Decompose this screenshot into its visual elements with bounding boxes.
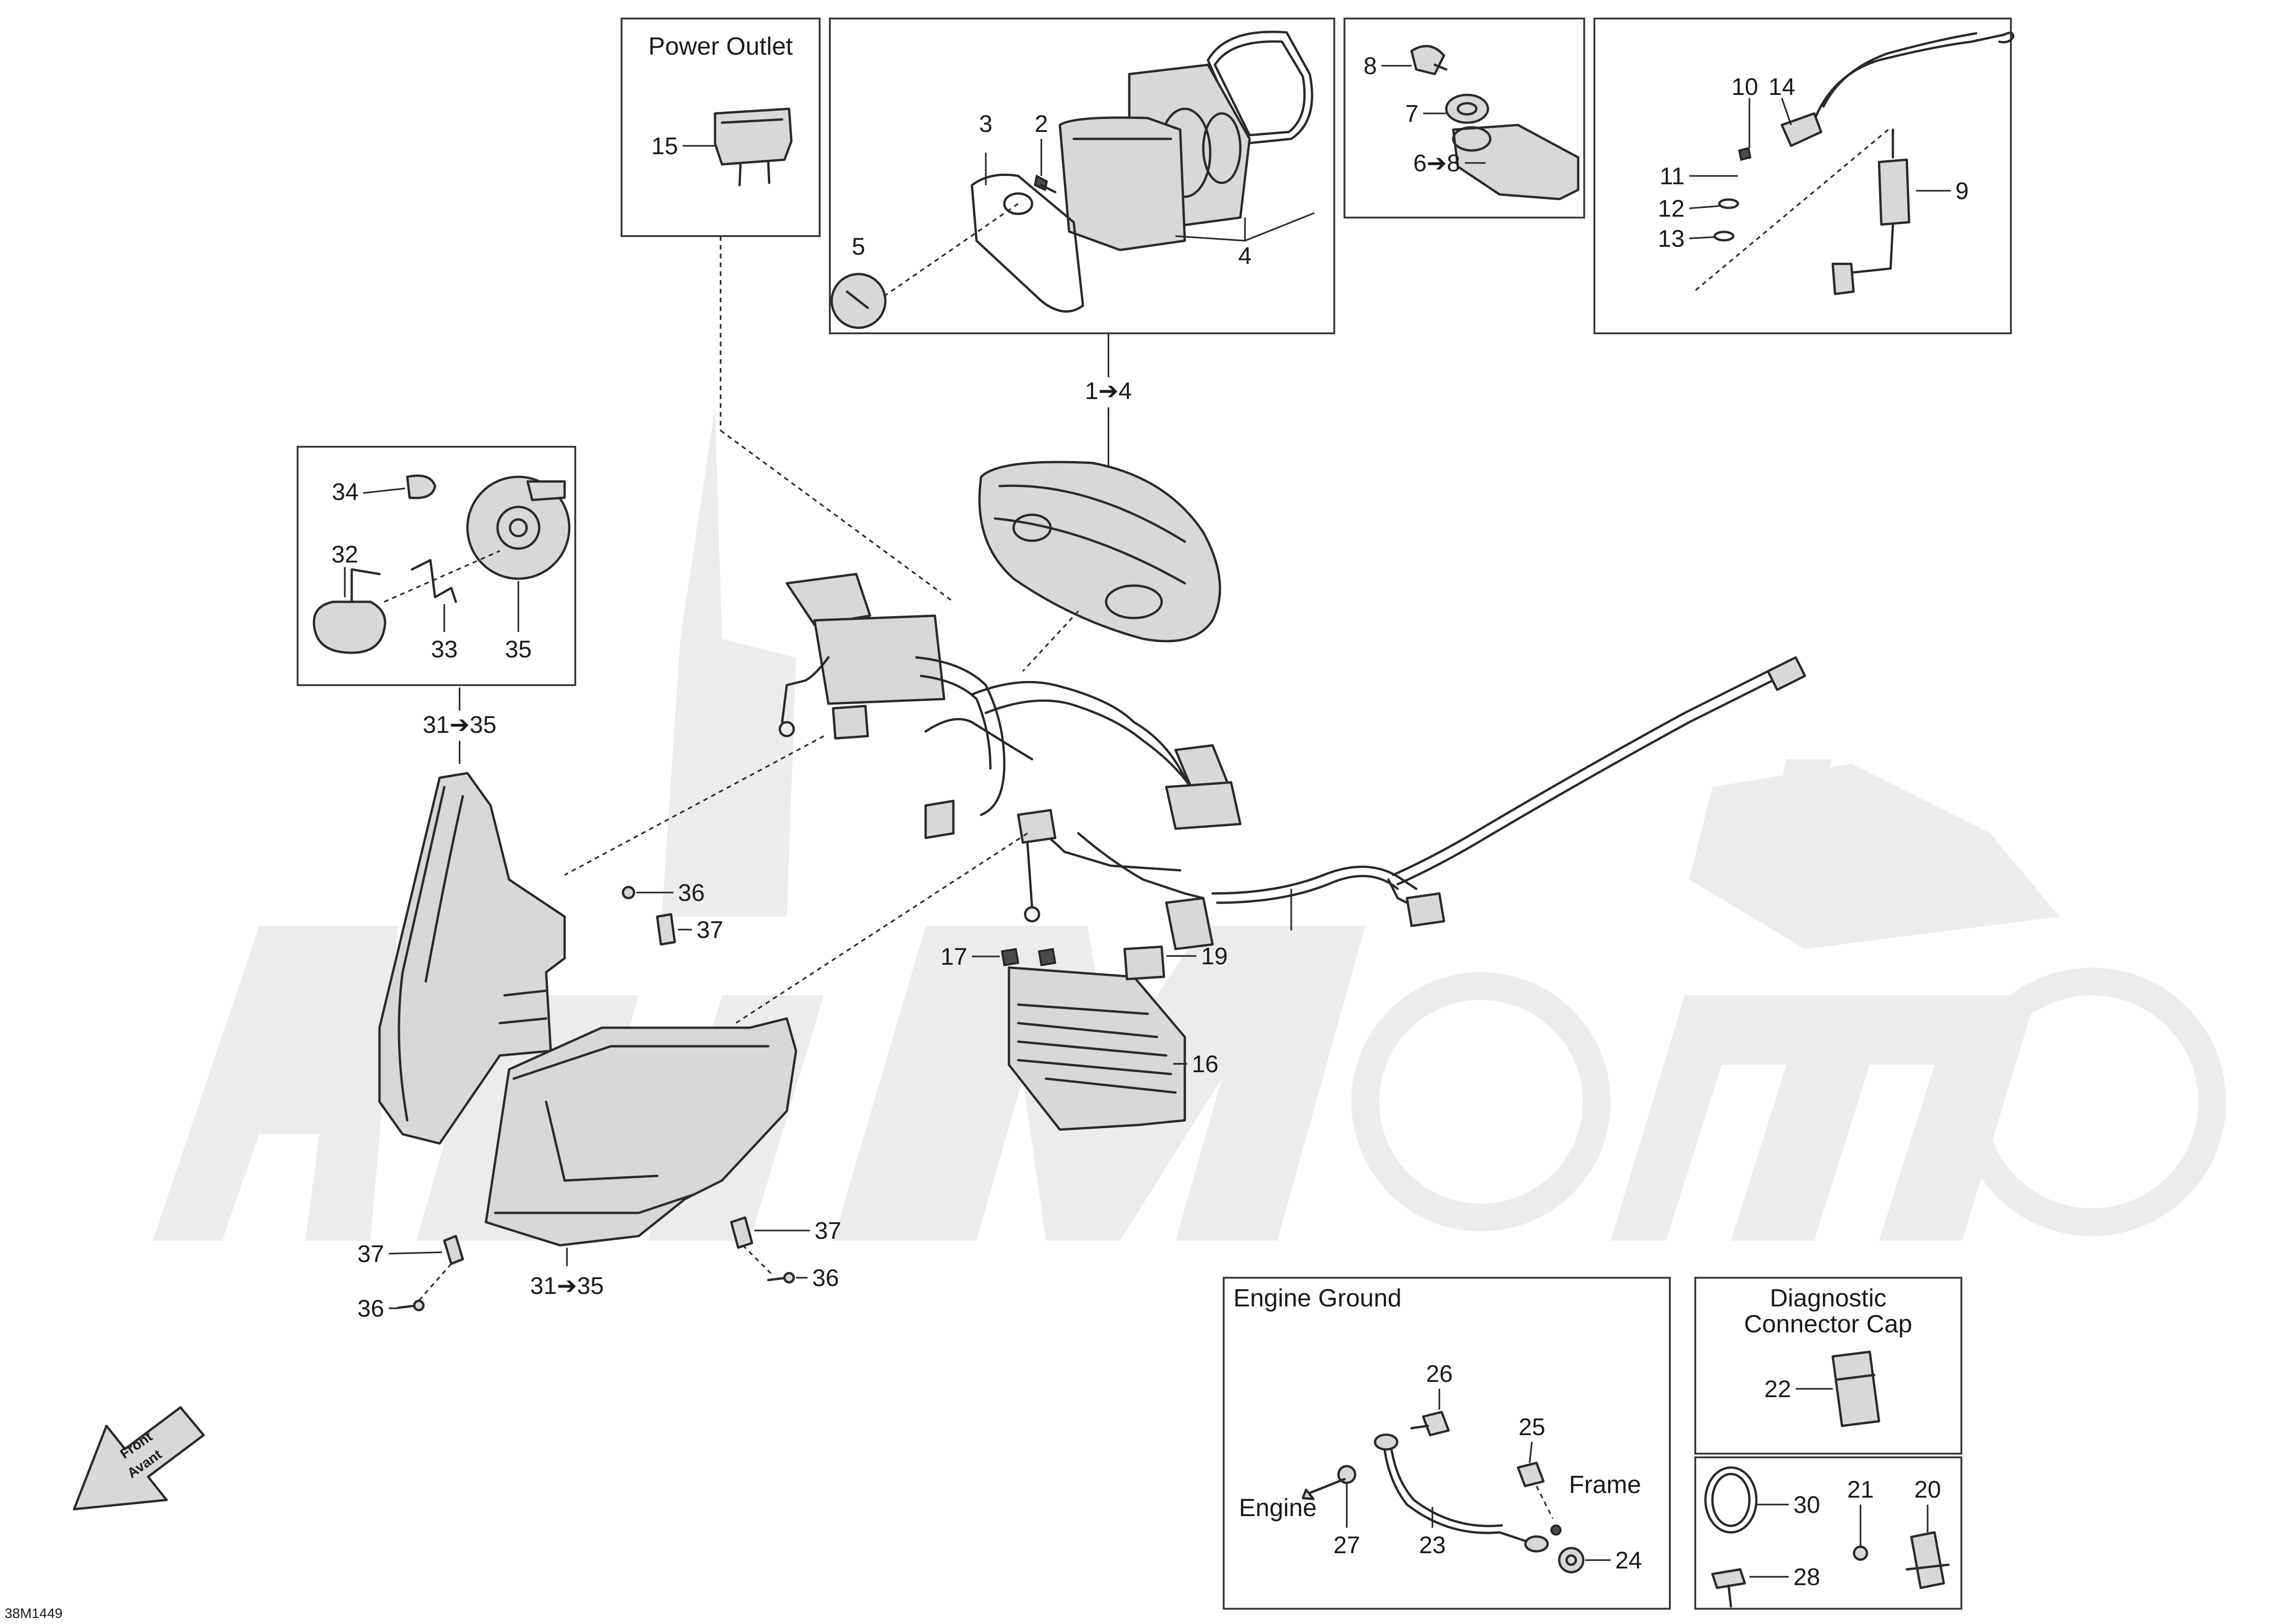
front-arrow-icon: Front Avant bbox=[73, 1406, 205, 1511]
callout-20: 20 bbox=[1914, 1476, 1941, 1503]
gauge-dial-part bbox=[830, 273, 887, 329]
clip-part-a bbox=[656, 913, 676, 946]
small-nut-part bbox=[1738, 147, 1752, 161]
clip-part-b bbox=[443, 1235, 464, 1265]
screw-part-a bbox=[397, 1299, 425, 1312]
callout-26: 26 bbox=[1426, 1361, 1453, 1387]
power-outlet-box: Power Outlet 15 bbox=[621, 18, 821, 237]
instrument-cluster-assembly bbox=[978, 461, 1221, 643]
callout-28: 28 bbox=[1793, 1564, 1820, 1591]
regulator-nut-b-part bbox=[1038, 948, 1057, 967]
callout-8: 8 bbox=[1363, 53, 1377, 80]
instrument-cluster-box: 3 2 4 5 bbox=[829, 18, 1335, 334]
callout-1to4: 1➔4 bbox=[1085, 378, 1132, 405]
callout-19: 19 bbox=[1201, 943, 1228, 970]
callout-37-c: 37 bbox=[815, 1218, 841, 1244]
right-headlight-part bbox=[485, 1017, 797, 1247]
headlamp-bulb-box: 34 32 33 35 bbox=[297, 446, 576, 686]
headlamp-bulb-part bbox=[312, 568, 386, 654]
push-nut-part bbox=[622, 886, 635, 899]
callout-14: 14 bbox=[1768, 74, 1795, 100]
engine-ground-box: Engine Ground 26 25 27 23 24 Engine Fram… bbox=[1223, 1277, 1671, 1610]
diagnostic-title-line1: Diagnostic bbox=[1770, 1284, 1886, 1312]
engine-label: Engine bbox=[1239, 1494, 1317, 1522]
diagnostic-cap-part bbox=[1831, 1350, 1880, 1427]
callout-6to8: 6➔8 bbox=[1413, 150, 1460, 177]
callout-35: 35 bbox=[505, 636, 532, 663]
power-outlet-part bbox=[714, 107, 793, 187]
ground-bolt-part bbox=[1410, 1411, 1450, 1437]
ignition-body-part bbox=[1452, 124, 1580, 200]
callout-13: 13 bbox=[1658, 225, 1685, 252]
ignition-switch-box: 8 7 6➔8 bbox=[1344, 18, 1585, 219]
voltage-regulator-part bbox=[1008, 966, 1186, 1131]
callout-31to35-top: 31➔35 bbox=[423, 712, 496, 738]
callout-32: 32 bbox=[331, 541, 358, 568]
cluster-lens-part bbox=[1207, 31, 1313, 145]
callout-37-a: 37 bbox=[697, 917, 723, 943]
rubber-cap-part bbox=[406, 475, 436, 500]
power-outlet-title: Power Outlet bbox=[648, 32, 793, 60]
callout-36-a: 36 bbox=[678, 880, 705, 906]
push-rivet-part bbox=[1711, 1568, 1746, 1608]
bracket-clip-part bbox=[1905, 1531, 1950, 1589]
ignition-key-part bbox=[1410, 45, 1448, 75]
callout-21: 21 bbox=[1847, 1476, 1874, 1503]
callout-9: 9 bbox=[1955, 178, 1969, 205]
diagnostic-cap-box: Diagnostic Connector Cap 22 bbox=[1694, 1277, 1962, 1455]
callout-34: 34 bbox=[332, 479, 359, 506]
callout-30: 30 bbox=[1793, 1492, 1820, 1518]
callout-23: 23 bbox=[1419, 1532, 1446, 1559]
cable-tie-part bbox=[1704, 1466, 1758, 1534]
switch-body-part bbox=[1831, 128, 1910, 295]
callout-31to35-bottom: 31➔35 bbox=[530, 1273, 604, 1299]
frame-label: Frame bbox=[1569, 1471, 1641, 1499]
cluster-display-part bbox=[1058, 116, 1186, 251]
wiring-harness-part bbox=[778, 573, 1806, 950]
drawing-code: 38M1449 bbox=[5, 1606, 62, 1621]
callout-16: 16 bbox=[1192, 1051, 1219, 1078]
regulator-connector-part bbox=[1123, 945, 1165, 981]
clip-part-c bbox=[730, 1216, 753, 1249]
callout-24: 24 bbox=[1615, 1547, 1642, 1574]
callout-10: 10 bbox=[1731, 74, 1758, 100]
callout-15: 15 bbox=[651, 133, 678, 160]
lanyard-clip-part bbox=[1780, 112, 1823, 147]
screw-part-b bbox=[767, 1272, 795, 1284]
callout-12: 12 bbox=[1658, 195, 1685, 222]
callout-22: 22 bbox=[1764, 1376, 1791, 1403]
callout-3: 3 bbox=[979, 111, 993, 137]
callout-36-c: 36 bbox=[812, 1265, 839, 1292]
star-washer-part bbox=[1558, 1547, 1585, 1574]
bulb-retainer-clip-part bbox=[411, 559, 457, 603]
callout-5: 5 bbox=[852, 233, 865, 260]
callout-36-b: 36 bbox=[357, 1295, 384, 1322]
diagnostic-title-line2: Connector Cap bbox=[1744, 1310, 1912, 1338]
callout-37-b: 37 bbox=[357, 1241, 384, 1268]
cluster-screw-part bbox=[1033, 174, 1057, 194]
left-headlight-part bbox=[378, 772, 566, 1145]
callout-33: 33 bbox=[431, 636, 458, 663]
dust-cover-part bbox=[466, 475, 571, 580]
regulator-nut-a-part bbox=[1001, 948, 1020, 967]
o-ring-part bbox=[1718, 198, 1739, 209]
fasteners-box: 30 28 21 20 bbox=[1694, 1456, 1962, 1610]
washer-part bbox=[1713, 231, 1735, 242]
ground-cable-part bbox=[1374, 1433, 1549, 1553]
engine-ground-title: Engine Ground bbox=[1233, 1284, 1401, 1312]
callout-17: 17 bbox=[940, 943, 967, 970]
callout-25: 25 bbox=[1518, 1414, 1545, 1441]
ground-nut-part bbox=[1517, 1462, 1545, 1487]
clip-nut-part bbox=[1853, 1545, 1868, 1561]
cord-switch-box: 10 14 11 12 13 9 bbox=[1593, 18, 2015, 334]
callout-7: 7 bbox=[1405, 100, 1419, 127]
callout-27: 27 bbox=[1333, 1532, 1360, 1559]
ignition-nut-part bbox=[1445, 94, 1489, 124]
coiled-cord-part bbox=[1813, 31, 2015, 122]
callout-11: 11 bbox=[1660, 163, 1685, 190]
callout-2: 2 bbox=[1035, 111, 1048, 137]
callout-4: 4 bbox=[1238, 243, 1252, 269]
